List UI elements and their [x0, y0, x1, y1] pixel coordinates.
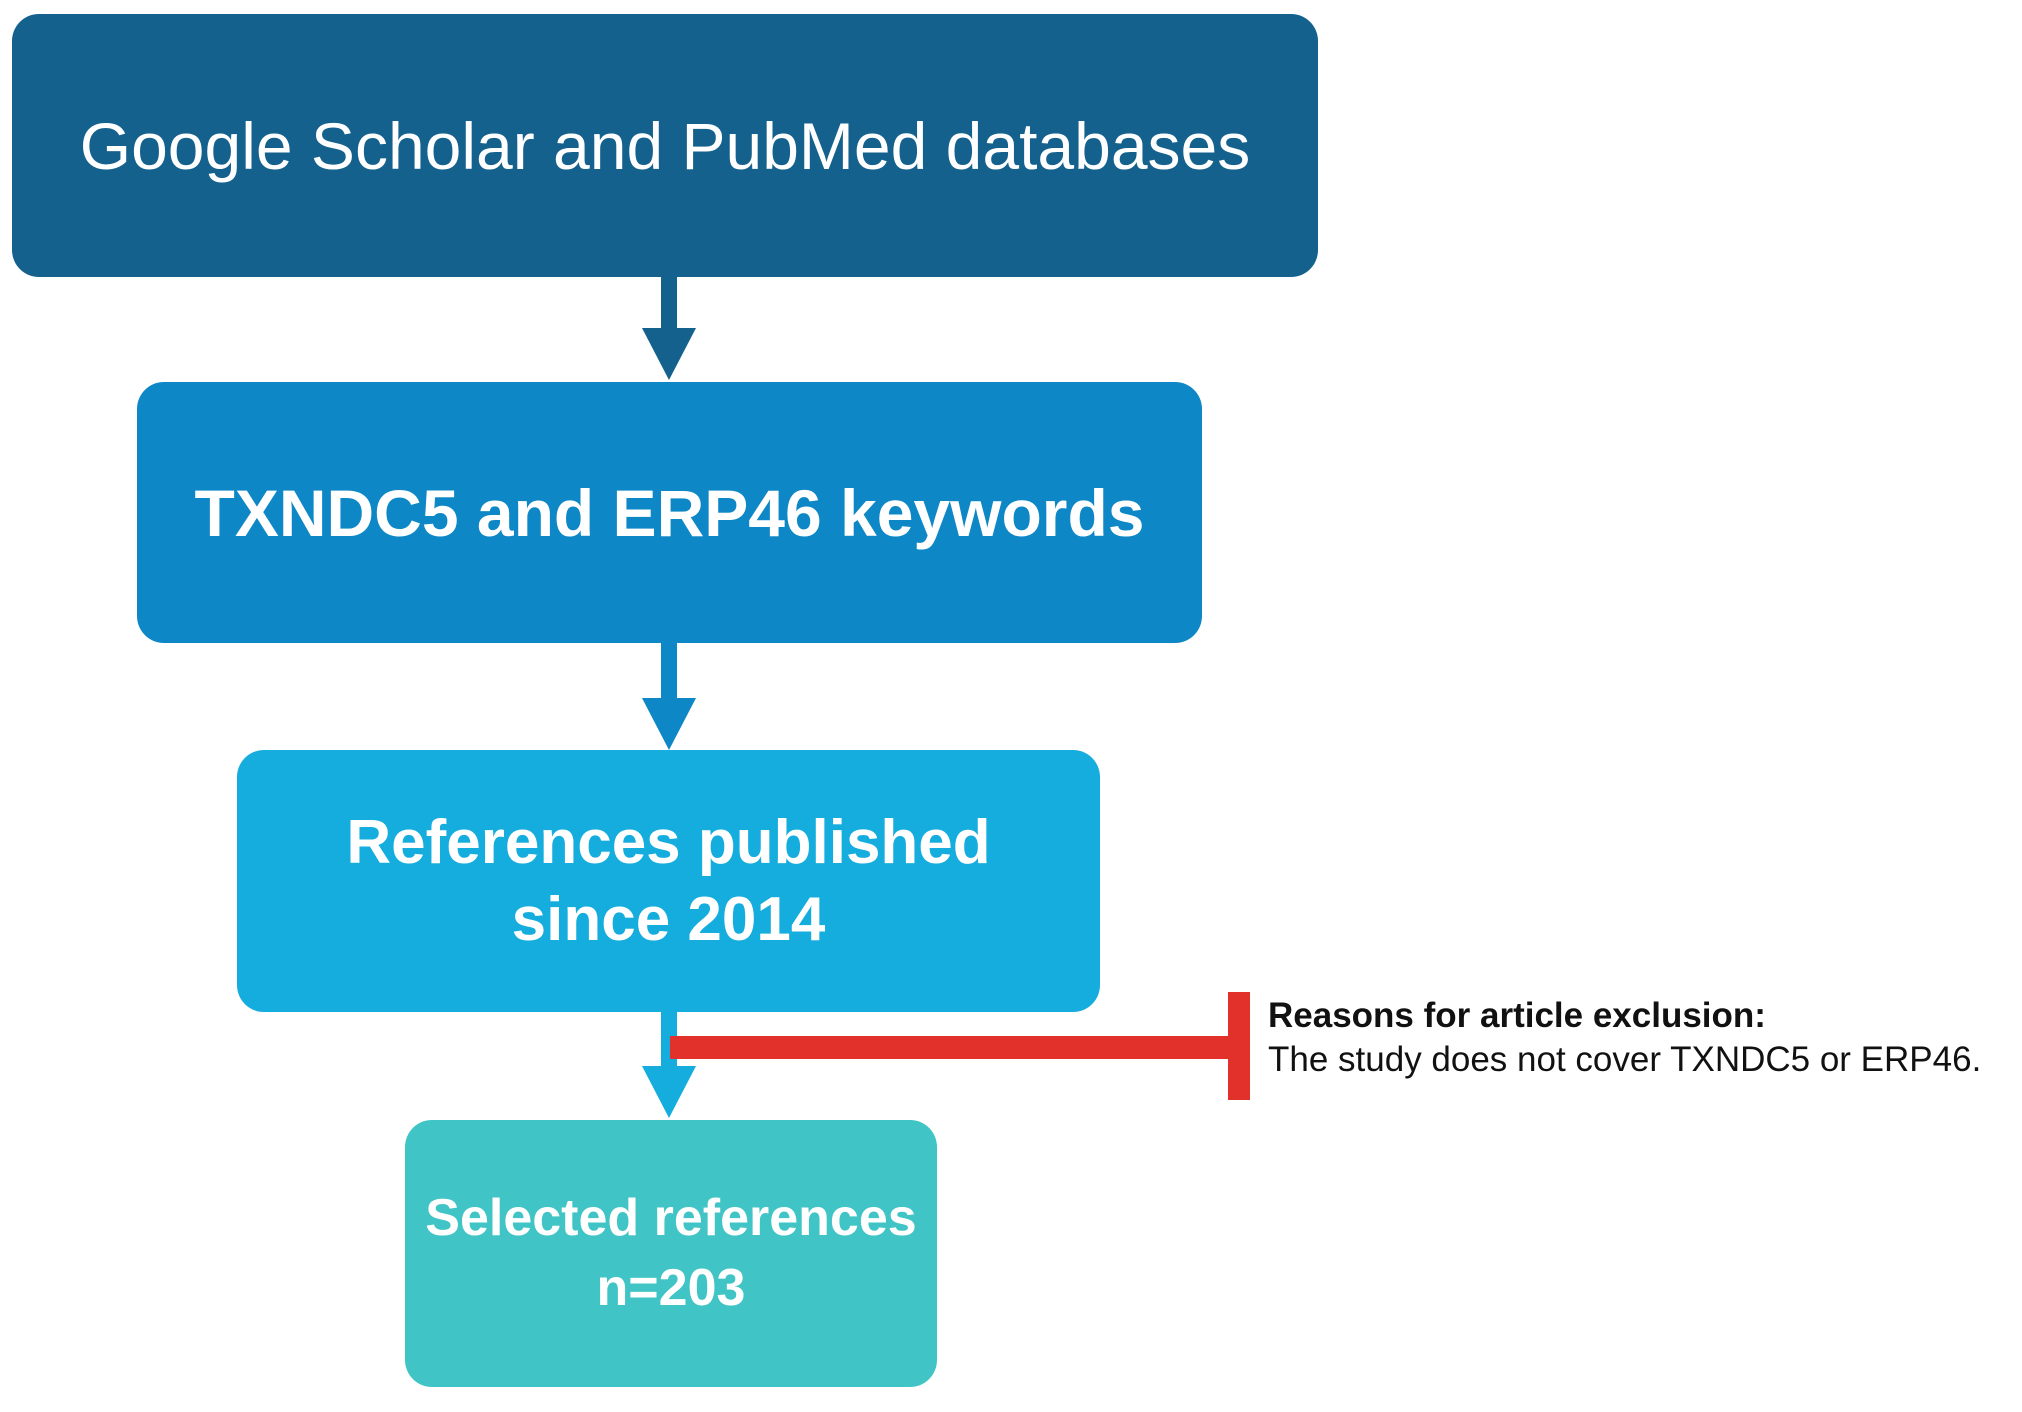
flow-arrow-1: [642, 277, 696, 380]
box-selected: Selected references n=203: [405, 1120, 937, 1387]
box-keywords-label: TXNDC5 and ERP46 keywords: [194, 475, 1145, 550]
exclusion-note: Reasons for article exclusion: The study…: [1268, 994, 2022, 1082]
box-selected-label-line2: n=203: [596, 1258, 746, 1317]
box-databases-label: Google Scholar and PubMed databases: [79, 108, 1251, 183]
arrow-down-icon: [642, 328, 696, 380]
flow-arrow-2: [642, 643, 696, 750]
arrow-down-icon: [642, 698, 696, 750]
box-published-label-line1: References published: [346, 807, 991, 877]
box-databases: Google Scholar and PubMed databases: [12, 14, 1318, 277]
arrow-shaft: [661, 277, 677, 333]
box-keywords: TXNDC5 and ERP46 keywords: [137, 382, 1202, 643]
box-published: References published since 2014: [237, 750, 1100, 1012]
flow-arrow-3: [642, 1012, 696, 1118]
exclusion-note-body: The study does not cover TXNDC5 or ERP46…: [1268, 1040, 1982, 1079]
exclusion-connector-terminator: [1228, 992, 1250, 1100]
box-selected-label-line1: Selected references: [425, 1189, 917, 1248]
exclusion-connector-line: [670, 1036, 1228, 1059]
arrow-shaft: [661, 643, 677, 703]
arrow-down-icon: [642, 1066, 696, 1118]
exclusion-note-title: Reasons for article exclusion:: [1268, 996, 1766, 1035]
box-published-label-line2: since 2014: [511, 885, 826, 954]
